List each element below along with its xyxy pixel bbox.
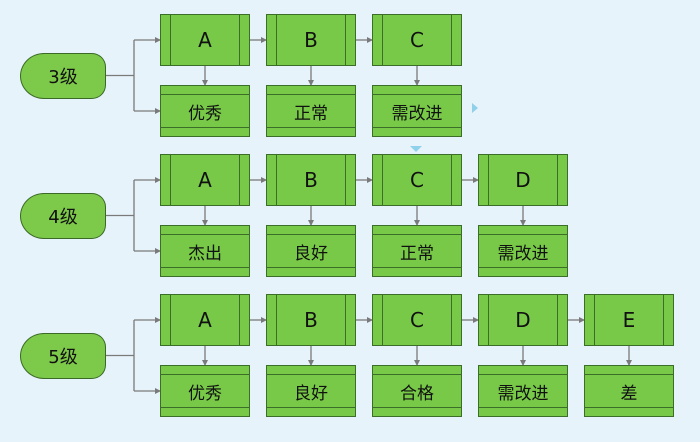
level-node: 3级 bbox=[20, 52, 106, 99]
level-node: 5级 bbox=[20, 332, 106, 379]
evaluation-box: 优秀 bbox=[160, 365, 250, 417]
evaluation-box: 良好 bbox=[266, 225, 356, 277]
grade-box: C bbox=[372, 294, 462, 346]
evaluation-box: 良好 bbox=[266, 365, 356, 417]
decorative-arrow-down-icon bbox=[410, 146, 422, 152]
grade-box: B bbox=[266, 154, 356, 206]
grade-box: E bbox=[584, 294, 674, 346]
grade-box: C bbox=[372, 14, 462, 66]
level-node: 4级 bbox=[20, 192, 106, 239]
grade-box: B bbox=[266, 294, 356, 346]
evaluation-box: 需改进 bbox=[478, 365, 568, 417]
grade-box: B bbox=[266, 14, 356, 66]
evaluation-box: 杰出 bbox=[160, 225, 250, 277]
evaluation-box: 合格 bbox=[372, 365, 462, 417]
grade-box: A bbox=[160, 294, 250, 346]
evaluation-box: 正常 bbox=[266, 85, 356, 137]
evaluation-box: 需改进 bbox=[372, 85, 462, 137]
evaluation-box: 需改进 bbox=[478, 225, 568, 277]
grade-box: A bbox=[160, 14, 250, 66]
evaluation-box: 差 bbox=[584, 365, 674, 417]
grade-box: C bbox=[372, 154, 462, 206]
grade-box: A bbox=[160, 154, 250, 206]
decorative-arrow-right-icon bbox=[472, 103, 478, 113]
evaluation-box: 正常 bbox=[372, 225, 462, 277]
grade-box: D bbox=[478, 154, 568, 206]
grade-box: D bbox=[478, 294, 568, 346]
evaluation-box: 优秀 bbox=[160, 85, 250, 137]
